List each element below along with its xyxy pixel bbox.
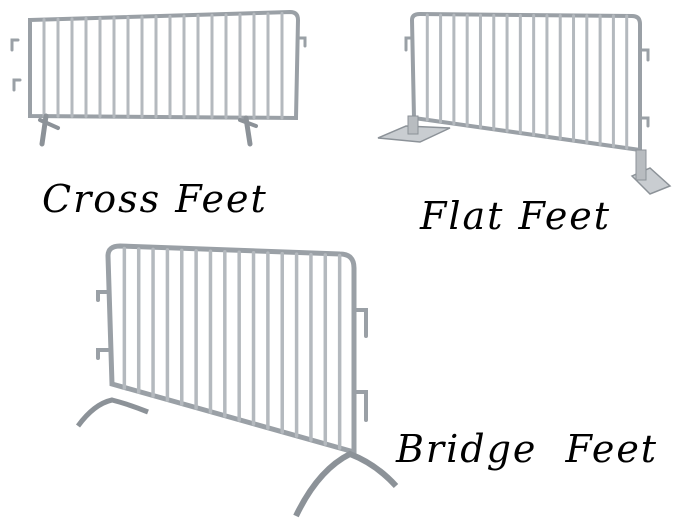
cross-feet-label: Cross Feet [42,177,268,221]
flat-feet-label: Flat Feet [420,194,612,238]
bridge-feet-label: Bridge Feet [396,427,659,471]
